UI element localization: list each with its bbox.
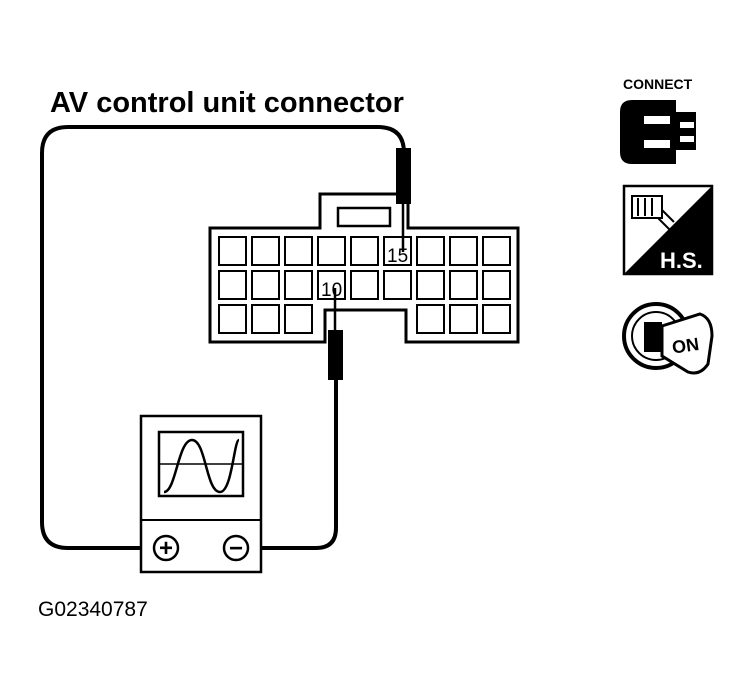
- pin-label-10: 10: [321, 280, 342, 301]
- probe-pin-10: [328, 288, 343, 380]
- connector-lock: [336, 206, 392, 228]
- sine-wave-trace: [163, 438, 241, 494]
- positive-lead-wire: [40, 125, 406, 550]
- ignition-on-icon-label: ON: [671, 334, 701, 358]
- positive-terminal: [152, 534, 180, 562]
- oscilloscope: + −: [139, 414, 263, 574]
- pin-label-15: 15: [387, 246, 408, 267]
- figure-code: G02340787: [38, 598, 148, 621]
- negative-lead-wire: [252, 375, 338, 550]
- av-connector: [208, 192, 520, 344]
- connector-cavities: [218, 236, 511, 334]
- harness-connector-glyph: [631, 195, 675, 231]
- probe-pin-15: [396, 148, 411, 252]
- harness-side-icon: H.S.: [622, 184, 714, 276]
- negative-terminal-symbol: −: [229, 535, 243, 562]
- ignition-on-icon: ON: [622, 302, 714, 375]
- connect-icon-label: CONNECT: [623, 76, 693, 92]
- positive-terminal-symbol: +: [159, 535, 173, 562]
- connect-icon: CONNECT: [620, 76, 696, 164]
- negative-terminal: [222, 534, 250, 562]
- diagram-title: AV control unit connector: [50, 87, 404, 119]
- harness-side-icon-label: H.S.: [660, 248, 703, 273]
